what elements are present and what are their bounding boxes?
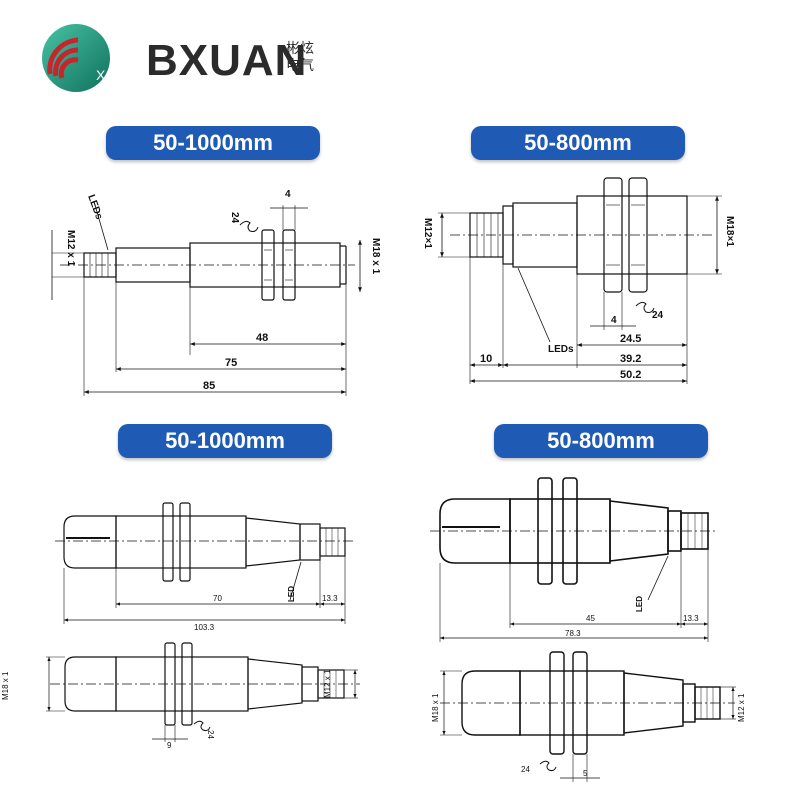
d6-wrench-size: 24 [521, 765, 530, 774]
brand-cn-line1: 彬炫 [286, 40, 314, 56]
d6-thread-left: M18 x 1 [431, 693, 440, 722]
d2-leds-label: LEDs [548, 344, 574, 355]
wireless-x-logo-icon: X [42, 24, 110, 92]
d5-dim-9: 9 [167, 741, 172, 750]
d1-dim-85: 85 [203, 380, 215, 392]
d3-dim-103-3: 103.3 [194, 623, 215, 632]
sensor-drawing-3 [55, 502, 355, 624]
d2-dim-39-2: 39.2 [620, 353, 641, 365]
d2-wrench-size: 24 [652, 310, 664, 321]
d1-leds-label: LEDs [85, 193, 104, 221]
d2-thread-right: M18×1 [724, 216, 735, 247]
brand-cn-line2: 电气 [286, 57, 314, 73]
sensor-drawing-4 [430, 477, 716, 642]
d4-led-label: LED [635, 596, 644, 612]
d5-thread-right: M12 x 1 [323, 669, 332, 698]
d4-dim-78-3: 78.3 [565, 629, 581, 638]
brand-chinese-name: 彬炫 电气 [286, 40, 326, 74]
sensor-drawing-6 [440, 651, 736, 782]
d1-dim-48: 48 [256, 332, 268, 344]
section-label-bottom-right: 50-800mm [494, 424, 708, 458]
sensor-drawing-5 [46, 642, 360, 742]
d3-dim-70: 70 [213, 594, 222, 603]
d1-wrench-size: 24 [229, 212, 240, 224]
d2-dim-24-5: 24.5 [620, 333, 641, 345]
d5-wrench-size: 24 [206, 730, 215, 739]
d2-dim-10: 10 [480, 353, 492, 365]
d2-nut-width: 4 [611, 315, 617, 326]
brand-name: BXUAN [146, 36, 308, 85]
d2-dim-50-2: 50.2 [620, 369, 641, 381]
sensor-drawing-1 [51, 204, 362, 396]
section-label-bottom-left: 50-1000mm [118, 424, 332, 458]
d4-dim-13-3: 13.3 [683, 614, 699, 623]
sensor-drawing-2 [438, 177, 722, 384]
d1-dim-75: 75 [225, 357, 237, 369]
d1-nut-width: 4 [285, 189, 291, 200]
d1-thread-right: M18 x 1 [370, 238, 381, 275]
d2-thread-left: M12×1 [422, 218, 433, 249]
d3-dim-13-3: 13.3 [322, 594, 338, 603]
d5-thread-left: M18 x 1 [1, 671, 10, 700]
d4-dim-45: 45 [586, 614, 595, 623]
d1-thread-left: M12 x 1 [65, 230, 76, 267]
section-label-top-right: 50-800mm [471, 126, 685, 160]
d6-thread-right: M12 x 1 [737, 693, 746, 722]
d3-led-label: LED [287, 586, 296, 602]
brand-header: X BXUAN 彬炫 电气 [28, 14, 318, 114]
section-label-top-left: 50-1000mm [106, 126, 320, 160]
svg-text:X: X [96, 67, 106, 83]
d6-dim-5: 5 [583, 769, 588, 778]
